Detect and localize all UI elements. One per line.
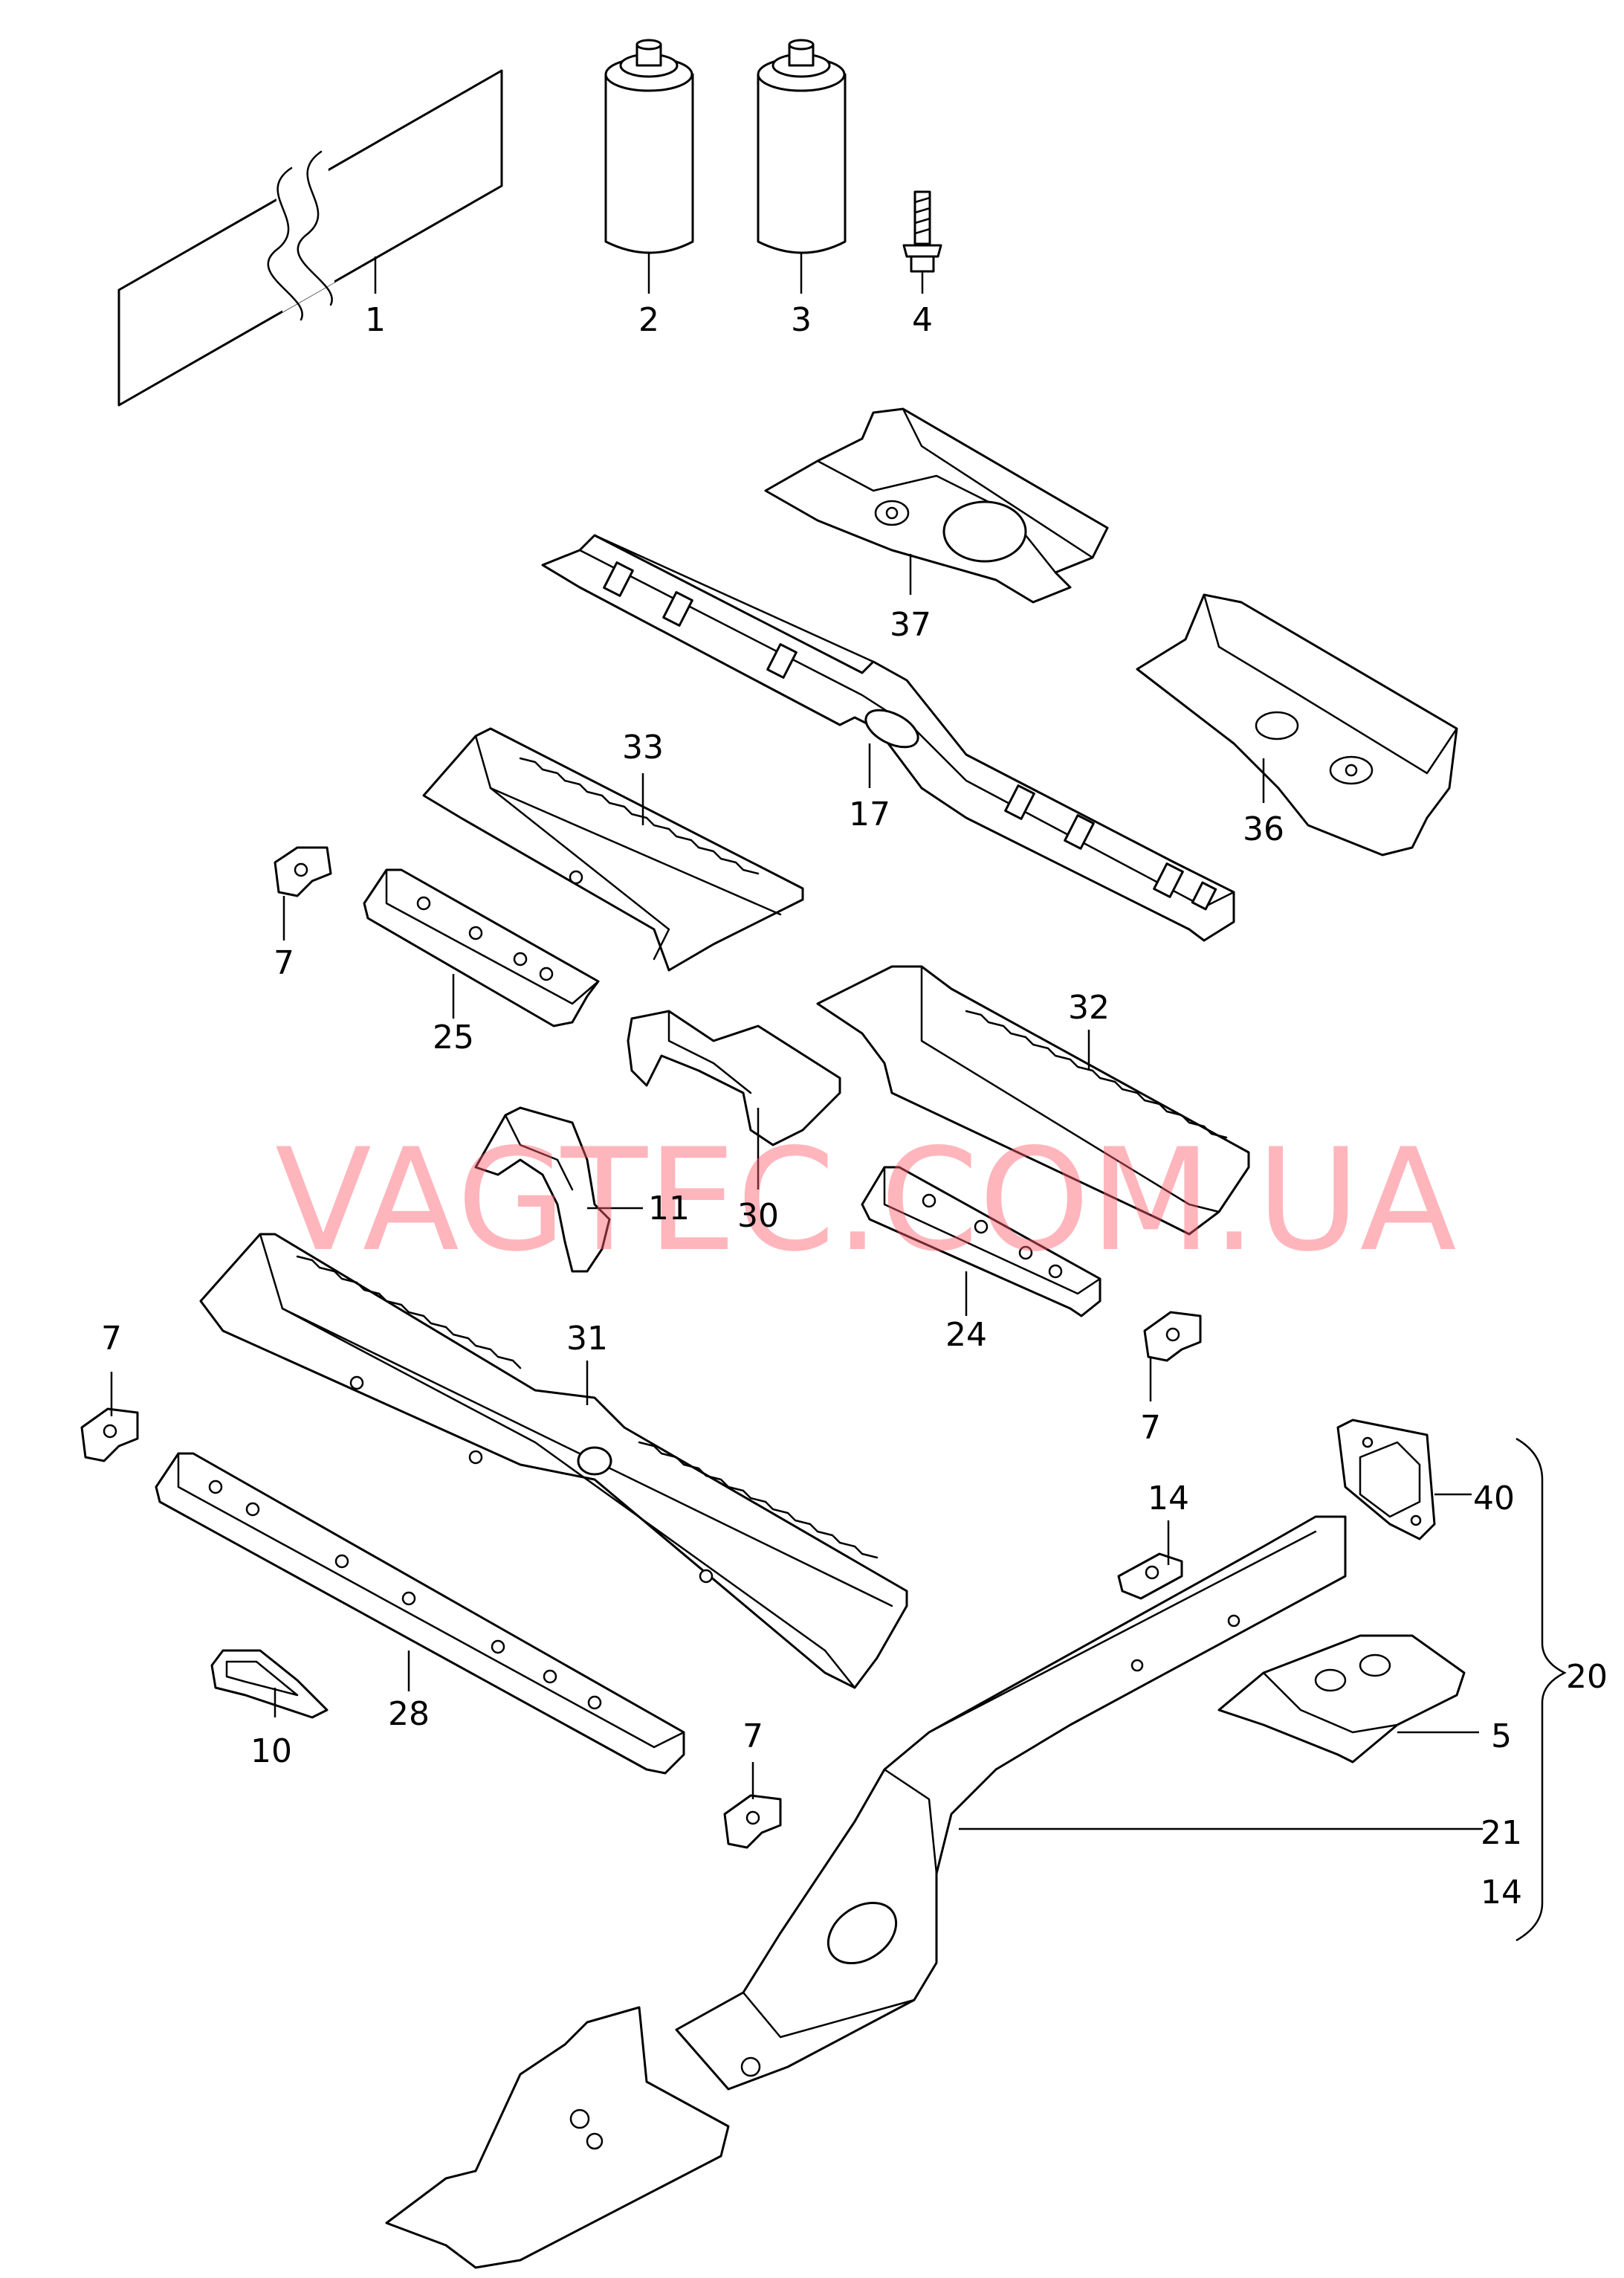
nut-plate-icon — [1117, 1552, 1183, 1600]
reinforcement-bracket-icon — [363, 868, 600, 1027]
callout-14-top: 14 — [1148, 1480, 1189, 1517]
callout-7-top: 7 — [274, 944, 294, 982]
callout-2: 2 — [638, 301, 659, 339]
spray-can-icon — [757, 39, 847, 254]
spray-can-icon — [604, 39, 694, 254]
mount-plate-icon — [1336, 1419, 1436, 1540]
callout-14-bottom: 14 — [1481, 1874, 1522, 1911]
callout-33: 33 — [622, 729, 664, 767]
callout-11: 11 — [648, 1190, 690, 1227]
callout-32: 32 — [1068, 989, 1110, 1027]
callout-7-left: 7 — [101, 1320, 122, 1358]
callout-20: 20 — [1566, 1658, 1608, 1696]
watermark: VAGTEC.COM.UA — [275, 1118, 1457, 1282]
clip-nut-icon — [80, 1407, 139, 1462]
callout-10: 10 — [250, 1732, 292, 1770]
cross-member-icon — [541, 534, 1235, 942]
callout-17: 17 — [849, 796, 890, 833]
callout-4: 4 — [912, 301, 933, 339]
callout-31: 31 — [566, 1320, 608, 1358]
floor-pan-panel-icon — [1136, 593, 1458, 856]
side-member-icon — [385, 1515, 1347, 2269]
callout-24: 24 — [945, 1316, 987, 1354]
reinforcement-panel-icon — [1217, 1634, 1466, 1764]
reinforcement-bracket-icon — [861, 1166, 1101, 1317]
bolt-icon — [902, 190, 942, 273]
callout-3: 3 — [791, 301, 812, 339]
callout-labels: 1 2 3 4 37 17 36 33 7 25 32 11 30 24 31 … — [101, 301, 1608, 1911]
cross-member-icon — [422, 727, 804, 972]
callout-7-right: 7 — [1140, 1409, 1161, 1447]
clip-nut-icon — [274, 846, 332, 897]
floor-pan-panel-icon — [764, 407, 1109, 604]
leader-lines — [110, 253, 1567, 1942]
callout-7-bottom: 7 — [743, 1717, 763, 1755]
reinforcement-bracket-icon — [155, 1452, 685, 1775]
callout-21: 21 — [1481, 1814, 1522, 1852]
bracket-icon — [627, 1010, 841, 1146]
callout-1: 1 — [365, 301, 386, 339]
cross-member-icon — [816, 965, 1250, 1236]
callout-28: 28 — [388, 1695, 430, 1733]
adhesive-strip-icon — [117, 69, 503, 407]
clip-nut-icon — [1143, 1311, 1202, 1362]
clip-nut-icon — [723, 1794, 782, 1849]
callout-5: 5 — [1491, 1717, 1512, 1755]
callout-25: 25 — [433, 1019, 474, 1056]
callout-30: 30 — [737, 1197, 779, 1235]
bracket-icon — [474, 1106, 611, 1273]
callout-37: 37 — [890, 606, 931, 644]
gasket-icon — [210, 1649, 329, 1719]
callout-36: 36 — [1243, 810, 1284, 848]
cross-member-icon — [199, 1233, 908, 1689]
callout-40: 40 — [1473, 1480, 1515, 1517]
